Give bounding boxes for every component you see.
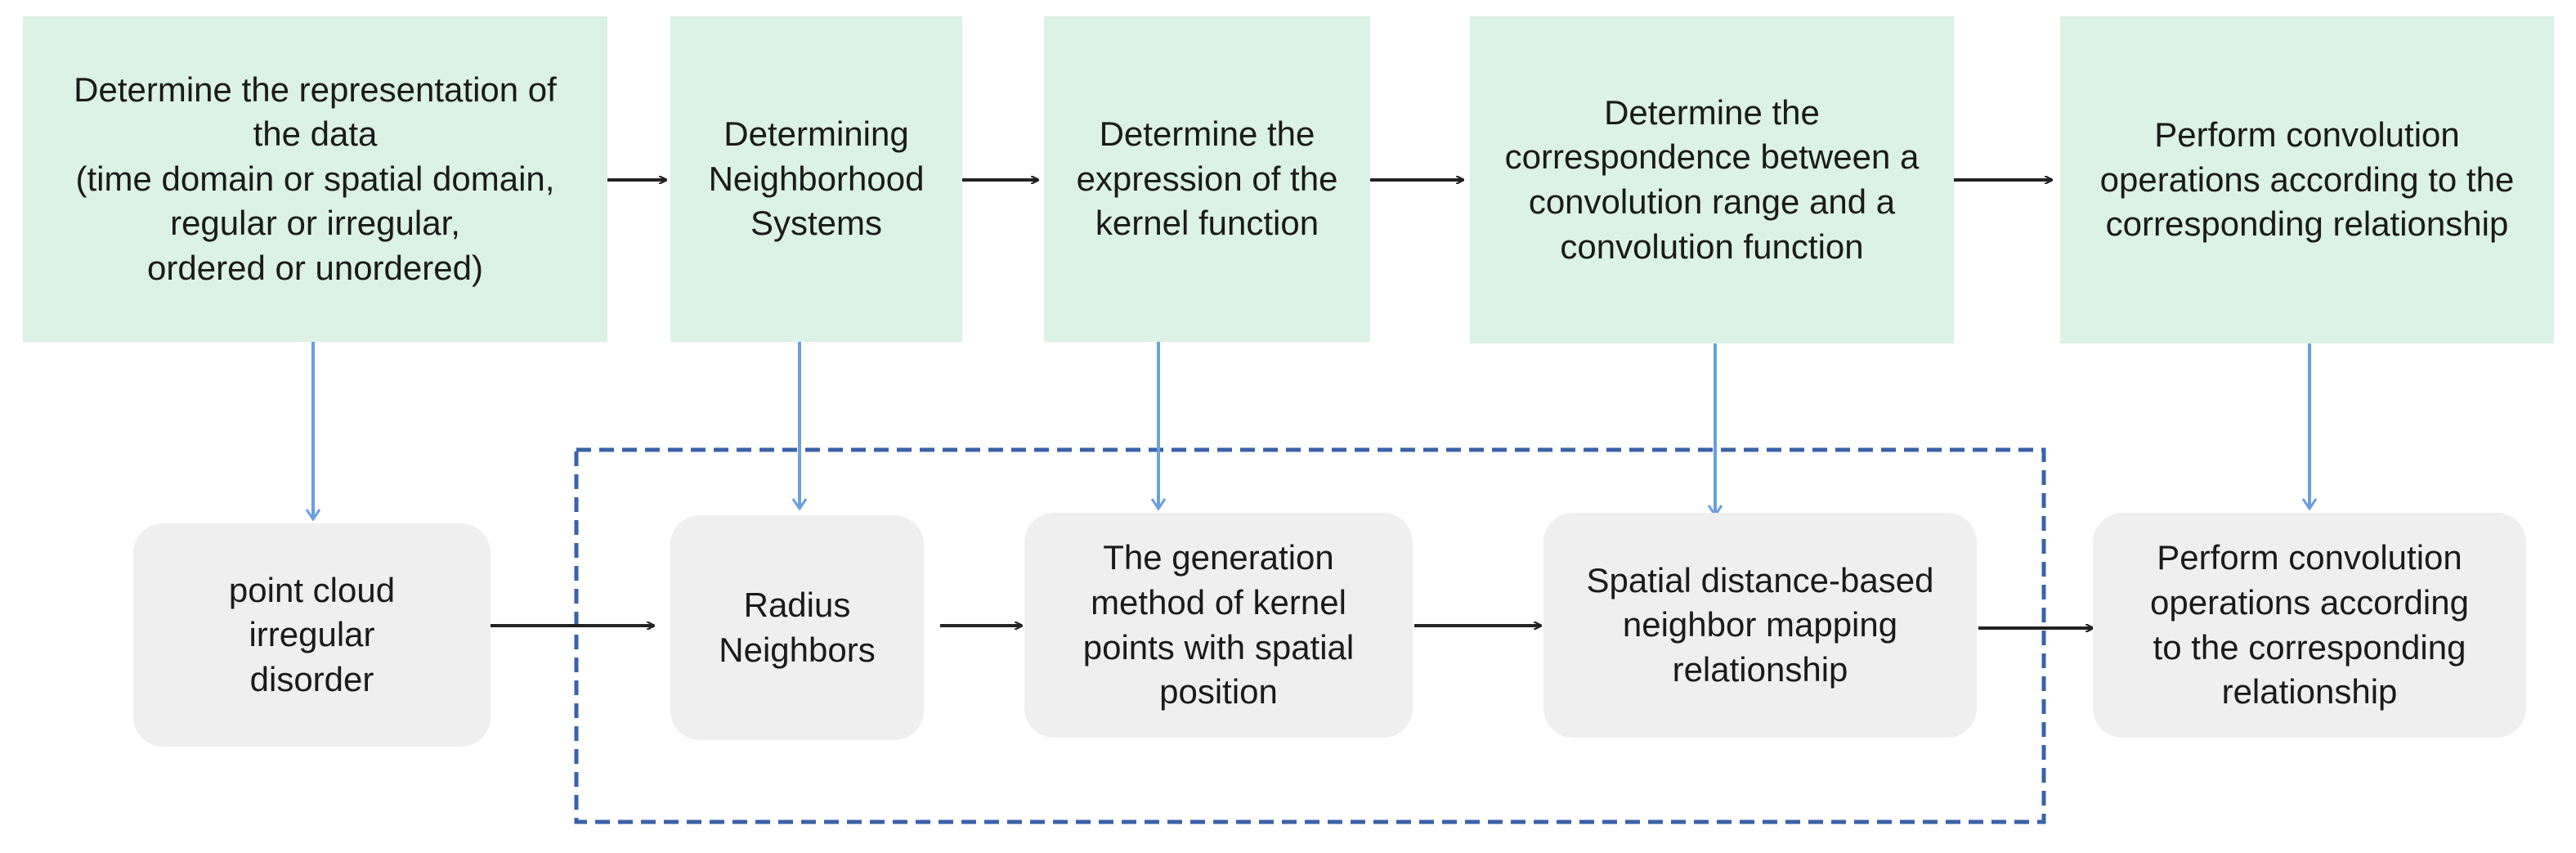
bottom-step-neighbor-mapping: Spatial distance-based neighbor mapping … [1543,513,1977,738]
bottom-step-point-cloud: point cloud irregular disorder [133,523,491,747]
top-step-label: Determine the correspondence between a c… [1504,92,1920,266]
bottom-step-label: point cloud irregular disorder [228,570,396,698]
bottom-step-kernel-points: The generation method of kernel points w… [1024,513,1413,738]
top-step-data-representation: Determine the representation of the data… [23,16,607,342]
bottom-step-label: Perform convolution operations according… [2150,538,2469,712]
top-step-neighborhood-systems: Determining Neighborhood Systems [670,16,962,342]
bottom-step-label: Spatial distance-based neighbor mapping … [1586,560,1934,689]
bottom-step-label: The generation method of kernel points w… [1082,538,1355,712]
bottom-step-label: Radius Neighbors [719,585,876,669]
bottom-step-perform-convolution: Perform convolution operations according… [2093,513,2526,738]
top-step-label: Perform convolution operations according… [2099,115,2515,244]
top-step-label: Determine the expression of the kernel f… [1076,114,1338,243]
bottom-step-radius-neighbors: Radius Neighbors [670,515,924,740]
dashed-group-frame [574,447,2046,824]
top-step-label: Determine the representation of the data… [74,70,557,287]
top-step-range-correspondence: Determine the correspondence between a c… [1470,16,1954,343]
top-step-label: Determining Neighborhood Systems [708,114,925,243]
top-step-perform-convolution: Perform convolution operations according… [2060,16,2554,343]
top-step-kernel-expression: Determine the expression of the kernel f… [1044,16,1370,342]
